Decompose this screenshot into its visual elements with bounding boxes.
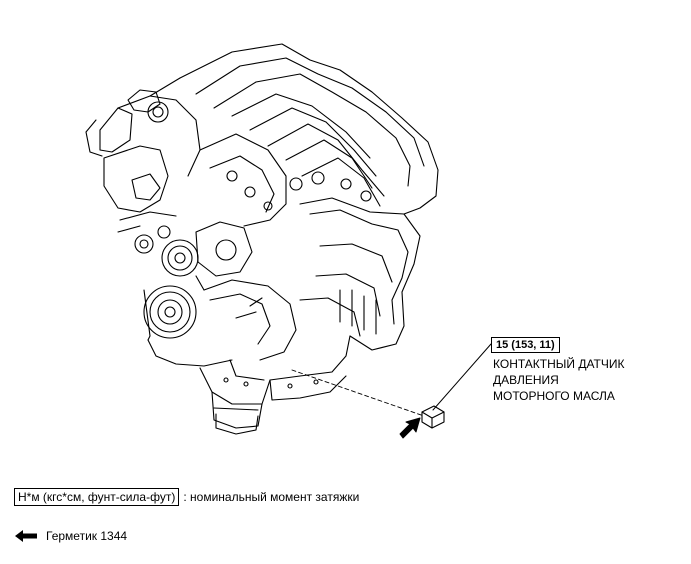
sealant-label: Герметик 1344 [46, 529, 128, 543]
left-arrow-icon [15, 530, 37, 542]
part-name-label: КОНТАКТНЫЙ ДАТЧИК ДАВЛЕНИЯ МОТОРНОГО МАС… [493, 356, 625, 404]
part-name-line: МОТОРНОГО МАСЛА [493, 389, 615, 403]
torque-spec-box: 15 (153, 11) [491, 337, 560, 353]
torque-legend: Н*м (кгс*см, фунт-сила-фут) : номинальны… [14, 488, 359, 506]
torque-description: : номинальный момент затяжки [183, 490, 360, 504]
part-name-line: ДАВЛЕНИЯ [493, 373, 559, 387]
torque-spec-value: 15 (153, 11) [496, 339, 555, 351]
engine-block [85, 43, 439, 435]
torque-units-box: Н*м (кгс*см, фунт-сила-фут) [14, 488, 180, 506]
callout-leader-line [432, 343, 492, 411]
leader-dashed-line [291, 369, 425, 417]
part-name-line: КОНТАКТНЫЙ ДАТЧИК [493, 357, 625, 371]
oil-pressure-switch-icon [421, 405, 445, 429]
pointer-arrow-icon [399, 417, 421, 439]
sealant-legend: Герметик 1344 [14, 528, 127, 544]
